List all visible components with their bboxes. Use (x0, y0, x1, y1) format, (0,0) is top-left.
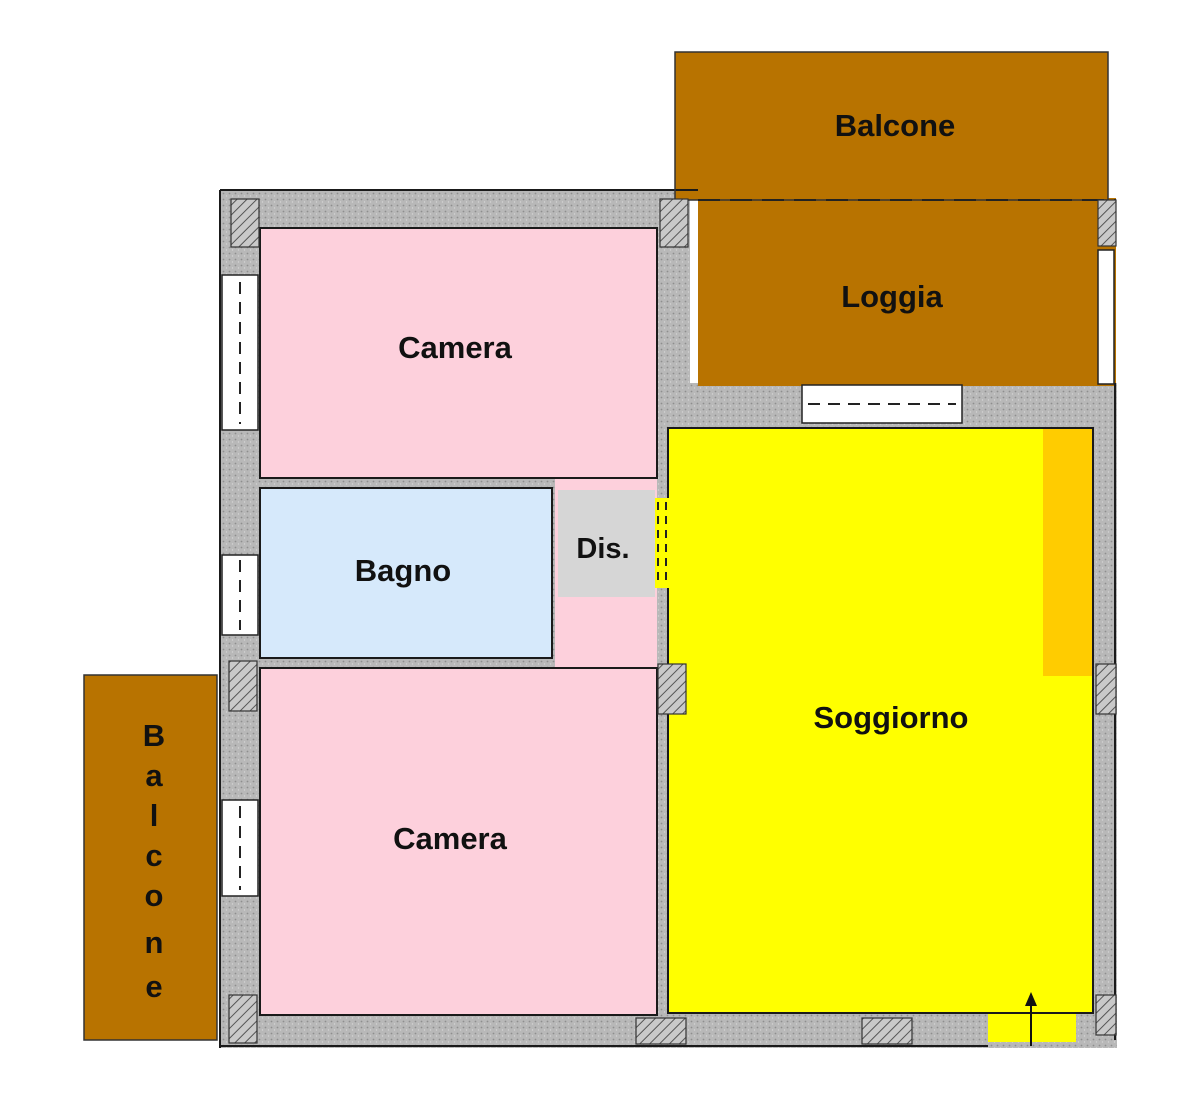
soggiorno-area (668, 428, 1093, 1013)
outlines (219, 189, 1116, 1048)
balcone-left-label: B a l c o n e (143, 718, 165, 1004)
camera-top-area (260, 228, 657, 478)
camera-top-label: Camera (398, 330, 512, 365)
pillar (228, 660, 258, 712)
bagno-area (260, 488, 552, 658)
pillars (228, 198, 1117, 1045)
balcone-top-label: Balcone (835, 108, 956, 143)
room-labels: Balcone Loggia Camera Bagno Dis. Soggior… (143, 108, 969, 1004)
camera-bottom-area (260, 668, 657, 1015)
camera-bottom-label: Camera (393, 821, 507, 856)
balcone-left-letter: a (145, 758, 163, 793)
soggiorno-accent-area (1043, 428, 1093, 676)
bagno-outline (259, 487, 553, 659)
soggiorno-label: Soggiorno (814, 700, 969, 735)
soggiorno-outline (667, 427, 1094, 1014)
pillar (1095, 663, 1117, 715)
windows (221, 249, 1115, 897)
balcone-left-letter: n (145, 925, 164, 960)
balcone-top-area (675, 52, 1108, 200)
balcone-left-letter: o (145, 878, 164, 913)
pillar (635, 1017, 687, 1045)
dis-area (558, 490, 655, 597)
balcone-left-letter: c (145, 838, 162, 873)
balcone-left-border (83, 674, 218, 1041)
pillar (1097, 199, 1117, 247)
bagno-label: Bagno (355, 553, 451, 588)
pillar (1095, 994, 1117, 1036)
pillar (659, 198, 689, 248)
dis-label: Dis. (576, 533, 629, 565)
doorway-dis-soggiorno (655, 498, 669, 588)
pillar (228, 994, 258, 1044)
camera-bottom-outline (259, 667, 658, 1016)
pillar (230, 198, 260, 248)
balcony-borders (83, 51, 1116, 1041)
camera-top-outline (259, 227, 658, 479)
balcone-left-area (84, 675, 217, 1040)
balcone-left-letter: l (150, 798, 159, 833)
window-loggia-right (1097, 249, 1115, 385)
loggia-area (698, 198, 1116, 386)
balcone-left-letter: B (143, 718, 165, 753)
balcone-left-letter: e (145, 969, 162, 1004)
loggia-label: Loggia (841, 279, 943, 314)
entrance-arrow-icon (1025, 992, 1037, 1046)
pillar (657, 663, 687, 715)
rooms (84, 52, 1116, 1042)
pillar (861, 1017, 913, 1045)
